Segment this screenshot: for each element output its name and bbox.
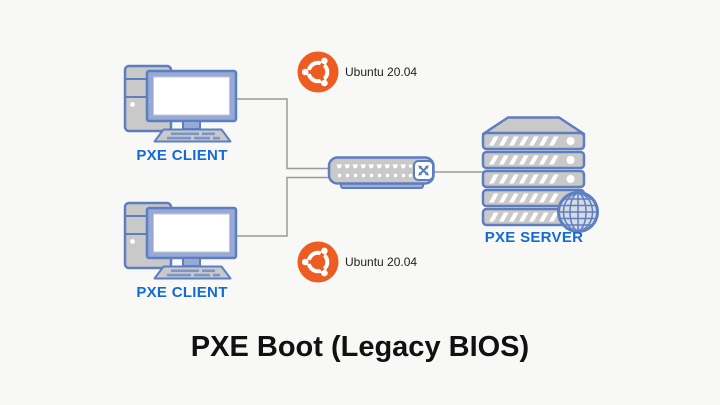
switch-crossed-arrows-icon [413,160,434,181]
connection-client-bottom-to-switch [236,176,329,237]
ubuntu-bottom-label: Ubuntu 20.04 [345,255,418,269]
pxe-client-top-icon [123,64,238,143]
ubuntu-logo-bottom-icon [295,239,341,285]
pxe-client-top-label: PXE CLIENT [136,147,228,164]
network-switch-icon [327,156,435,189]
switch-ports [336,164,413,178]
ubuntu-logo-top-icon [295,49,341,95]
globe-icon [557,191,599,233]
diagram-title: PXE Boot (Legacy BIOS) [190,331,530,363]
pxe-server-label: PXE SERVER [484,229,584,246]
pxe-server-icon [481,116,599,233]
pxe-client-bottom-label: PXE CLIENT [136,284,228,301]
connection-client-top-to-switch [236,98,329,170]
ubuntu-top-label: Ubuntu 20.04 [345,65,418,79]
pxe-client-bottom-icon [123,201,238,280]
